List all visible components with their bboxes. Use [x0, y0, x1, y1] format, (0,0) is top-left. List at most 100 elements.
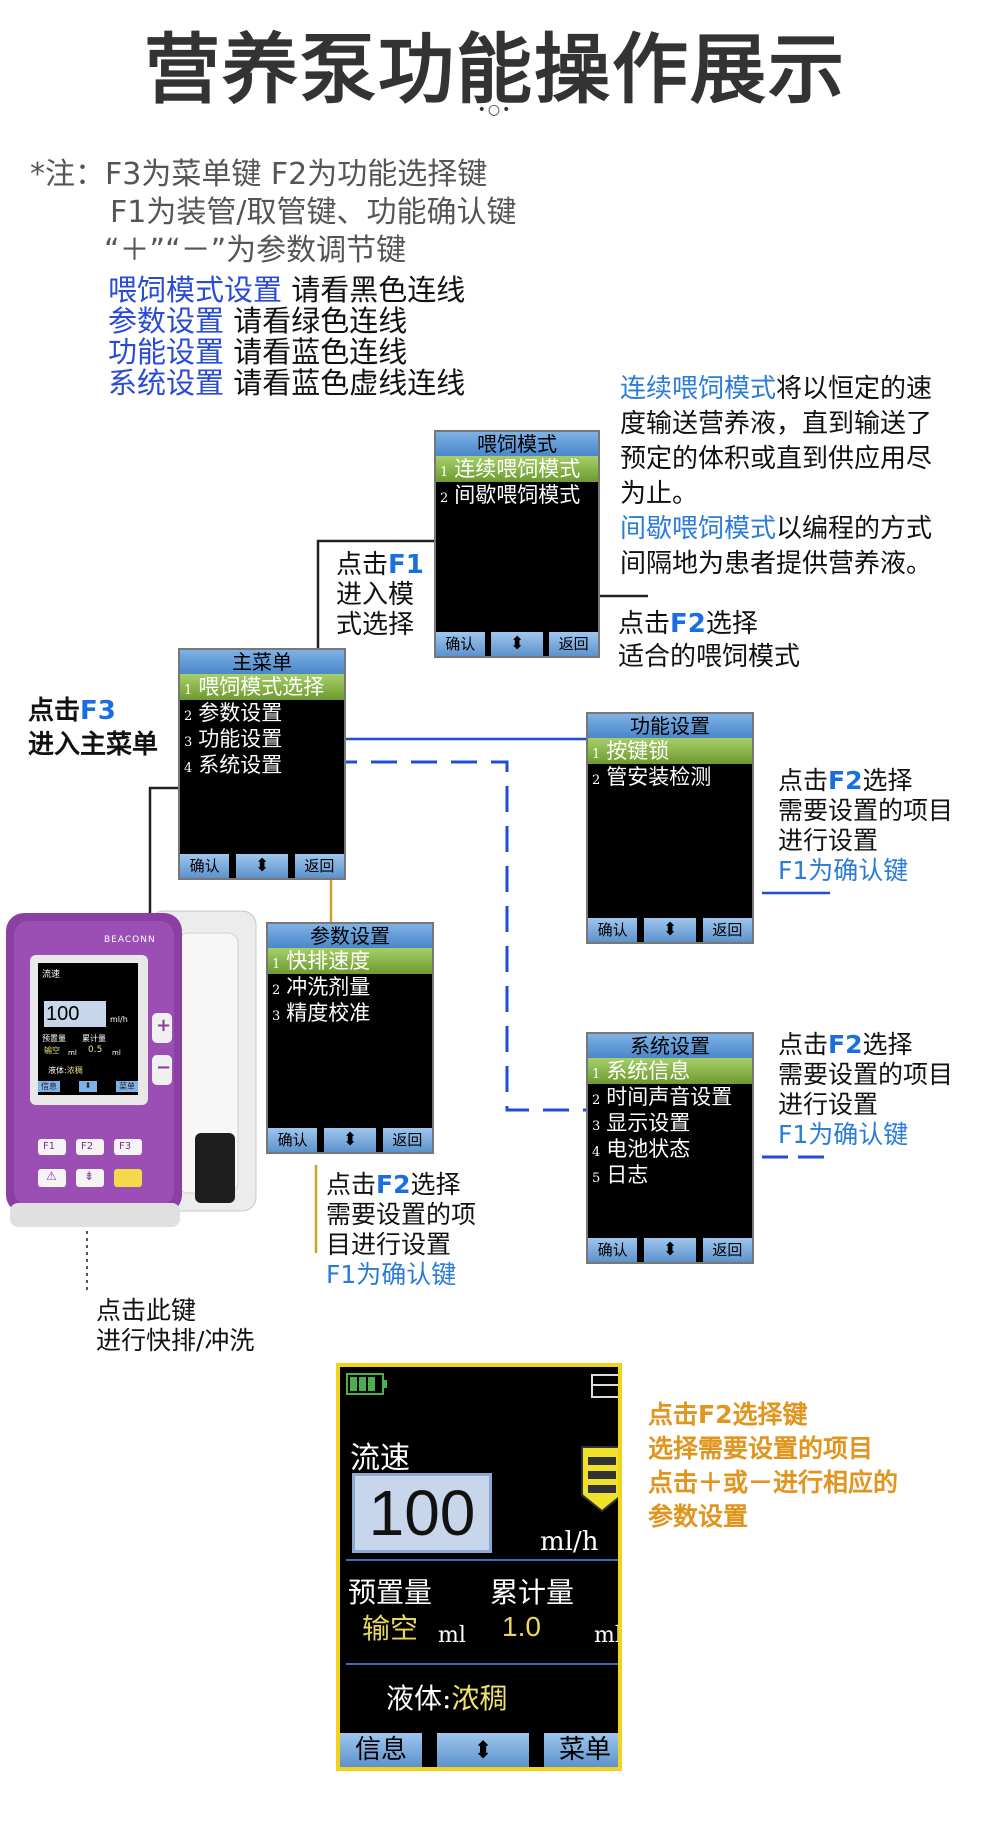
- menu-button[interactable]: 菜单: [544, 1733, 618, 1767]
- flow-rate-label: 流速: [350, 1441, 410, 1476]
- page-title: 营养泵功能操作展示: [144, 25, 846, 114]
- updown-button[interactable]: ⬍: [323, 1128, 377, 1152]
- item-number: 2: [592, 773, 601, 788]
- legend-key: 功能设置: [108, 335, 225, 369]
- anno-key: F3: [80, 696, 116, 726]
- f2-key[interactable]: F2: [81, 1141, 94, 1152]
- legend-key: 喂饲模式设置: [108, 273, 283, 307]
- anno-text: 选择需要设置的项目: [648, 1434, 874, 1463]
- back-button[interactable]: 返回: [702, 918, 752, 942]
- minus-key[interactable]: −: [156, 1057, 172, 1078]
- flow-rate-box[interactable]: [352, 1473, 492, 1553]
- confirm-button[interactable]: 确认: [588, 918, 638, 942]
- device-flow-value: 100: [46, 1003, 80, 1025]
- anno-text: 需要设置的项目: [778, 1060, 954, 1089]
- legend-desc: 请看黑色连线: [282, 273, 466, 307]
- anno-text: 进行快排/冲洗: [96, 1326, 255, 1355]
- flush-key[interactable]: ⇟: [84, 1169, 95, 1183]
- legend-item-feed-mode: 喂饲模式设置 请看黑色连线: [108, 275, 465, 306]
- item-number: 4: [184, 761, 193, 776]
- anno-text: 式选择: [336, 610, 415, 640]
- f1-key[interactable]: F1: [43, 1141, 56, 1152]
- back-button[interactable]: 返回: [382, 1128, 432, 1152]
- divider: [346, 1663, 618, 1665]
- flush-key-graphic: [76, 1169, 104, 1187]
- desc-text: 以编程的方式: [776, 514, 933, 544]
- device-total-value: 0.5: [88, 1045, 103, 1055]
- device-preset-value: 输空: [44, 1046, 60, 1055]
- item-number: 4: [592, 1145, 601, 1160]
- legend-item-system: 系统设置 请看蓝色虚线连线: [108, 368, 465, 399]
- item-number: 5: [592, 1171, 601, 1186]
- item-label: 按键锁: [606, 739, 670, 763]
- screen-title: 主菜单: [180, 650, 344, 674]
- confirm-button[interactable]: 确认: [588, 1238, 638, 1262]
- legend: 喂饲模式设置 请看黑色连线 参数设置 请看绿色连线 功能设置 请看蓝色连线 系统…: [108, 275, 465, 399]
- pump-base: [10, 1203, 180, 1227]
- anno-text: 需要设置的项: [326, 1200, 477, 1229]
- updown-button[interactable]: ⬍: [235, 854, 289, 878]
- updown-button[interactable]: ⬍: [643, 918, 697, 942]
- confirm-button[interactable]: 确认: [436, 632, 485, 656]
- anno-key: F2: [376, 1170, 411, 1199]
- alarm-icon[interactable]: ⚠: [46, 1169, 57, 1183]
- updown-button[interactable]: ⬍: [491, 632, 543, 656]
- drop-level-icon: [581, 1446, 618, 1513]
- info-button[interactable]: 信息: [340, 1733, 422, 1767]
- item-number: 3: [592, 1119, 601, 1134]
- f1-key-graphic: [38, 1139, 66, 1155]
- device-liquid-value: 浓稠: [66, 1066, 83, 1075]
- item-number: 3: [184, 735, 193, 750]
- device-total-label: 累计量: [82, 1034, 106, 1043]
- desc-text: 将以恒定的速: [776, 374, 933, 404]
- confirm-button[interactable]: 确认: [268, 1128, 318, 1152]
- item-label: 参数设置: [198, 701, 283, 725]
- pump-body-graphic: [6, 910, 257, 1227]
- device-preset-label: 预置量: [42, 1034, 66, 1043]
- liquid-row[interactable]: 液体:浓稠: [386, 1677, 507, 1717]
- back-button[interactable]: 返回: [294, 854, 344, 878]
- screen-footer: 确认 ⬍ 返回: [268, 1128, 432, 1152]
- tube-icon: [591, 1374, 618, 1398]
- updown-button[interactable]: ⬍: [643, 1238, 697, 1262]
- back-button[interactable]: 返回: [702, 1238, 752, 1262]
- pump-device: BEACONN 流速 100 ml/h 预置量 累计量 输空 ml 0.5 ml…: [0, 903, 260, 1263]
- item-number: 2: [272, 983, 281, 998]
- preset-unit: ml: [438, 1623, 466, 1648]
- alarm-key-graphic: [38, 1169, 66, 1187]
- main-screen-footer: 信息 ⬍ 菜单: [340, 1733, 618, 1767]
- item-label: 间歇喂饲模式: [454, 483, 581, 507]
- plus-key[interactable]: +: [156, 1015, 172, 1036]
- legend-desc: 请看蓝色连线: [224, 335, 408, 369]
- updown-button[interactable]: ⬍: [437, 1733, 529, 1767]
- anno-text: 适合的喂饲模式: [618, 642, 801, 672]
- screen-title: 功能设置: [588, 714, 752, 738]
- back-button[interactable]: 返回: [549, 632, 598, 656]
- f3-key[interactable]: F3: [119, 1141, 132, 1152]
- device-preset-unit: ml: [68, 1049, 77, 1057]
- item-label: 连续喂饲模式: [454, 457, 581, 481]
- liquid-label: 液体:: [386, 1682, 452, 1715]
- confirm-button[interactable]: 确认: [180, 854, 230, 878]
- device-liquid-label: 液体:: [48, 1066, 67, 1075]
- preset-value[interactable]: 输空: [362, 1612, 419, 1645]
